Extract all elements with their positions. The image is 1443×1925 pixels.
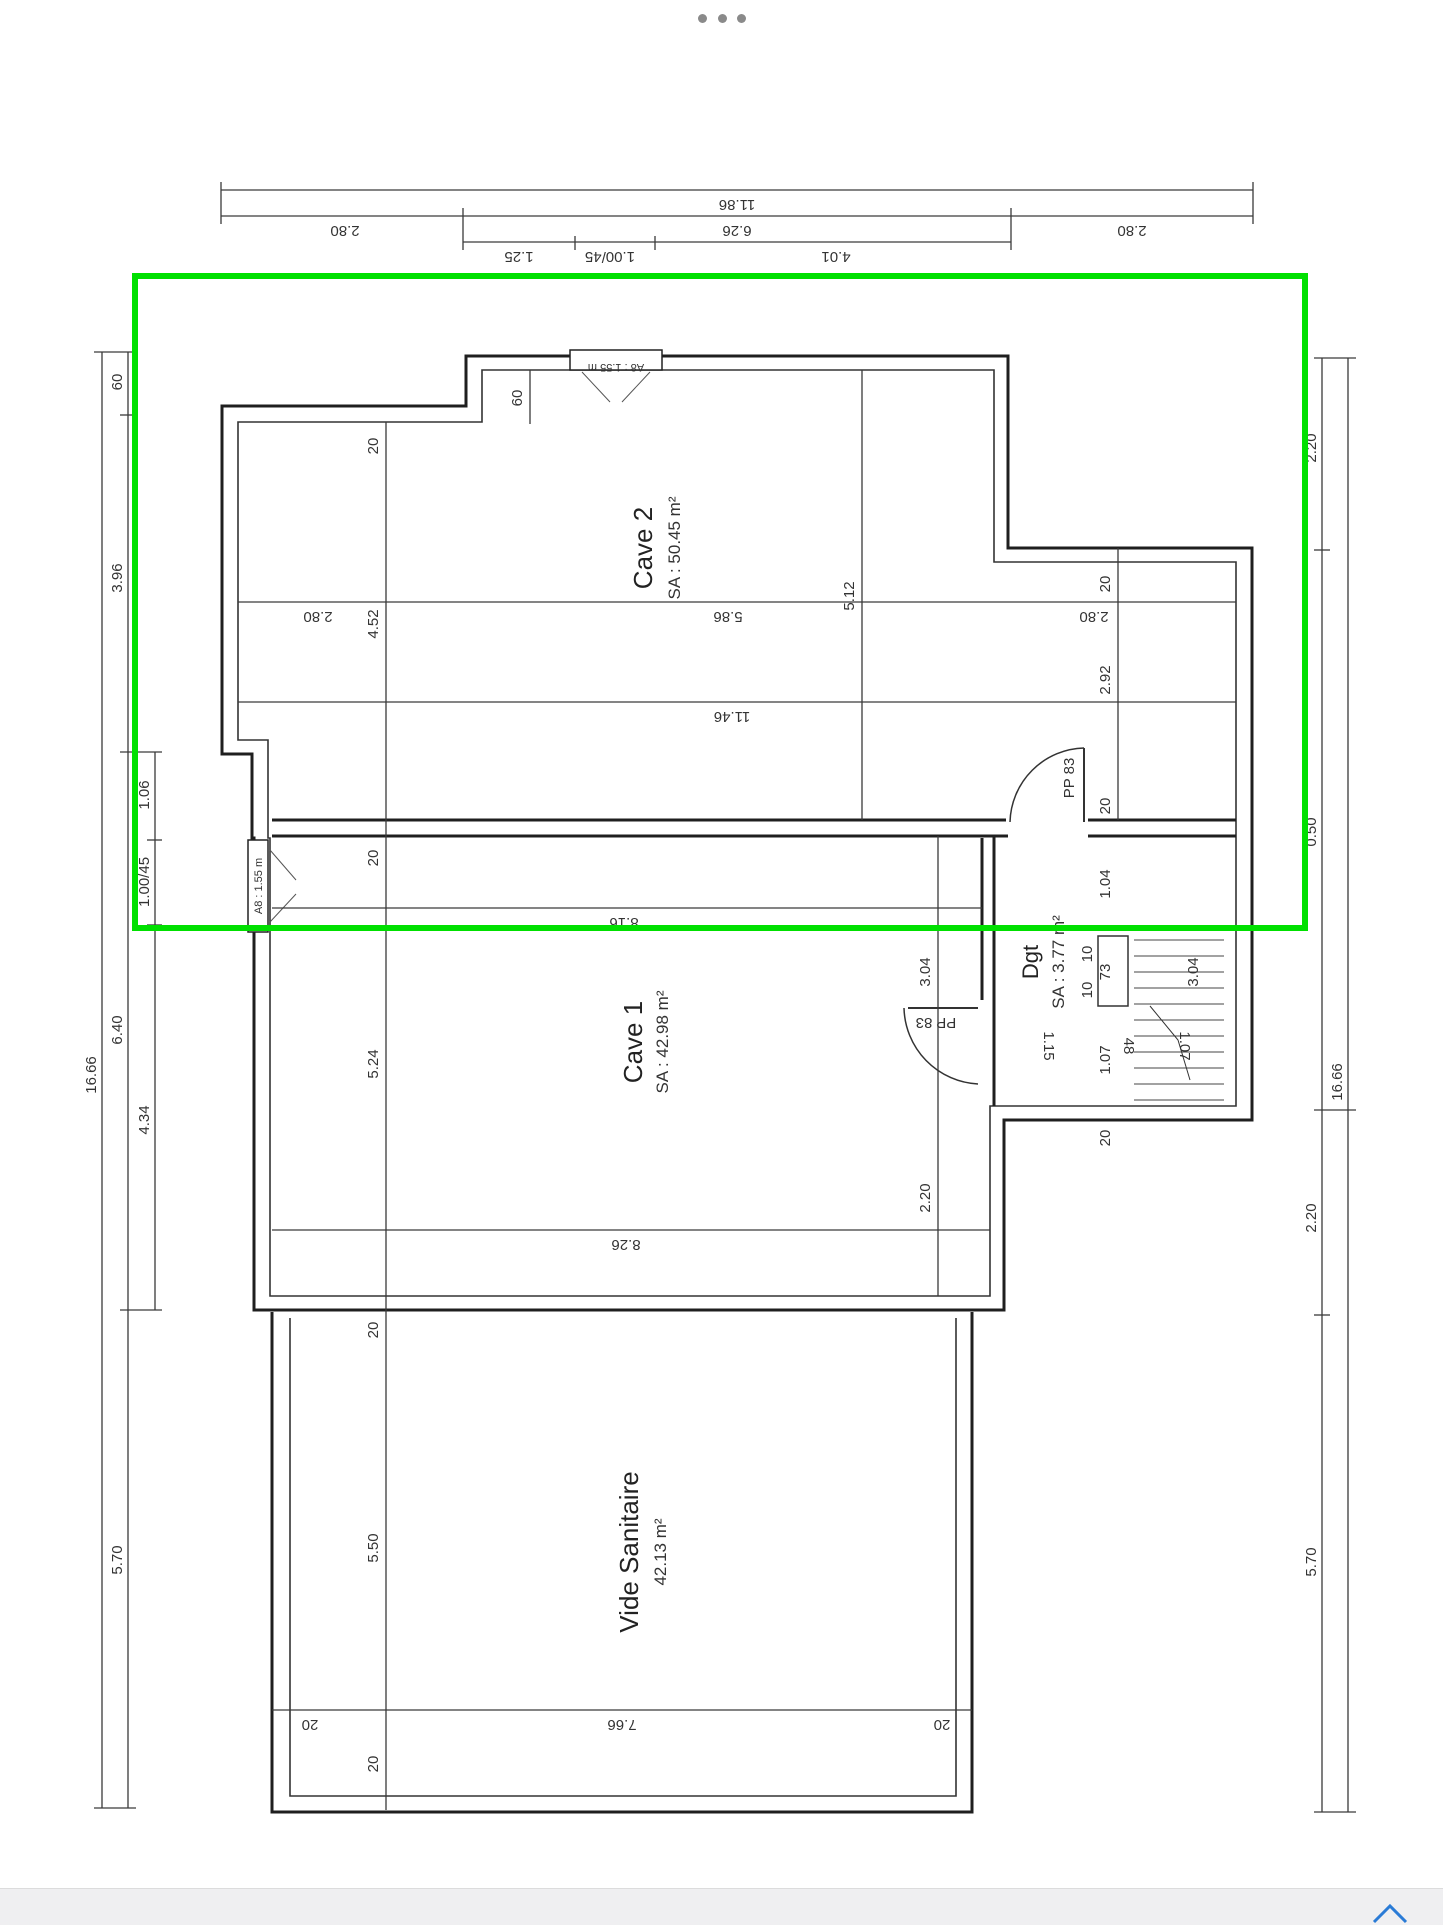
dim-left-106: 1.06 xyxy=(136,780,153,809)
interior-dimensions xyxy=(238,370,1236,1810)
dim-vs-20-bottom: 20 xyxy=(365,1756,382,1773)
dim-top-seg-100-45: 1.00/45 xyxy=(585,248,635,265)
dim-left-100-45: 1.00/45 xyxy=(136,857,153,907)
window-left-label: A8 : 1.55 m xyxy=(253,858,265,914)
walls xyxy=(220,354,1254,1814)
dim-wall-20-left: 20 xyxy=(365,850,382,867)
room-cave1-name: Cave 1 xyxy=(618,1001,648,1083)
window-left: A8 : 1.55 m xyxy=(247,839,297,933)
dim-top-mid: 6.26 xyxy=(722,222,751,239)
staircase xyxy=(1097,935,1224,1101)
right-dimensions: 16.66 2.20 0.50 2.20 5.70 xyxy=(1303,357,1356,1813)
dim-vs-20-right: 20 xyxy=(934,1716,951,1733)
bottom-toolbar xyxy=(0,1888,1443,1925)
dim-dgt-104: 1.04 xyxy=(1097,869,1114,898)
dim-c2-292: 2.92 xyxy=(1097,665,1114,694)
dim-dgt-48: 48 xyxy=(1120,1038,1137,1055)
dim-dgt-10b: 10 xyxy=(1079,982,1096,999)
door-cave1-label: PP 83 xyxy=(916,1014,957,1031)
room-cave2-name: Cave 2 xyxy=(628,507,658,589)
dim-top-seg-401: 4.01 xyxy=(821,248,850,265)
dim-dgt-20: 20 xyxy=(1097,1130,1114,1147)
dim-c1-220: 2.20 xyxy=(917,1183,934,1212)
room-cave2: Cave 2 SA : 50.45 m² xyxy=(628,496,684,599)
dim-vs-766: 7.66 xyxy=(607,1716,636,1733)
dim-top-seg-125: 1.25 xyxy=(504,248,533,265)
left-dimensions: 16.66 6.40 5.70 3.96 60 1.06 1.00/45 4.3… xyxy=(83,351,162,1809)
interior-dimension-labels: 20 4.52 2.80 5.86 5.12 2.80 20 2.92 11.4… xyxy=(302,390,1202,1773)
dim-left-total: 16.66 xyxy=(83,1056,100,1094)
dim-c1-524: 5.24 xyxy=(365,1049,382,1078)
room-dgt-area: SA : 3.77 m² xyxy=(1049,915,1068,1009)
dim-c2-1146: 11.46 xyxy=(714,708,750,725)
more-dot xyxy=(698,13,707,23)
dim-c2-20-top: 20 xyxy=(365,438,382,455)
dim-c2-60: 60 xyxy=(509,390,526,407)
dim-dgt-10a: 10 xyxy=(1079,946,1096,963)
dim-dgt-73: 73 xyxy=(1097,964,1114,981)
dim-right-220-bottom: 2.20 xyxy=(1303,1203,1320,1232)
dim-top-left: 2.80 xyxy=(330,222,359,239)
share-icon[interactable] xyxy=(1368,1900,1412,1924)
dim-c2-586: 5.86 xyxy=(713,608,742,625)
room-vide-sanitaire-area: 42.13 m² xyxy=(651,1518,670,1585)
dim-top-right: 2.80 xyxy=(1117,222,1146,239)
dim-left-570: 5.70 xyxy=(109,1545,126,1574)
dim-left-434: 4.34 xyxy=(136,1105,153,1134)
dim-c2-280-right: 2.80 xyxy=(1079,608,1108,625)
dim-dgt-304: 3.04 xyxy=(1185,957,1202,986)
dim-c1-304: 3.04 xyxy=(917,957,934,986)
window-top: A8 : 1.55 m xyxy=(569,349,663,403)
dim-vs-20-top: 20 xyxy=(365,1322,382,1339)
dim-left-60: 60 xyxy=(109,374,126,391)
dim-c2-280-left: 2.80 xyxy=(303,608,332,625)
more-dot xyxy=(737,13,746,23)
top-dimensions: 11.86 2.80 6.26 2.80 1.25 1.00/45 4.01 xyxy=(220,182,1254,265)
dim-dgt-107a: 1.07 xyxy=(1097,1045,1114,1074)
dim-top-overall: 11.86 xyxy=(719,196,755,213)
dim-dgt-115: 1.15 xyxy=(1040,1031,1057,1060)
more-options-icon[interactable] xyxy=(698,6,746,30)
dim-left-640: 6.40 xyxy=(109,1015,126,1044)
door-cave2: PP 83 xyxy=(1009,747,1085,823)
dim-c2-20-bottom: 20 xyxy=(1097,798,1114,815)
more-dot xyxy=(717,13,727,23)
door-cave2-label: PP 83 xyxy=(1061,758,1078,799)
room-cave2-area: SA : 50.45 m² xyxy=(665,496,684,599)
dim-c2-452: 4.52 xyxy=(365,609,382,638)
door-cave1: PP 83 xyxy=(903,1007,979,1085)
window-top-label: A8 : 1.55 m xyxy=(588,361,644,373)
dim-vs-550: 5.50 xyxy=(365,1533,382,1562)
dim-c2-512: 5.12 xyxy=(841,581,858,610)
room-vide-sanitaire-name: Vide Sanitaire xyxy=(614,1471,644,1632)
room-dgt: Dgt SA : 3.77 m² xyxy=(1018,915,1068,1009)
room-cave1-area: SA : 42.98 m² xyxy=(653,990,672,1093)
dim-left-396: 3.96 xyxy=(109,563,126,592)
room-vide-sanitaire: Vide Sanitaire 42.13 m² xyxy=(614,1471,670,1632)
selection-highlight xyxy=(132,273,1308,931)
room-cave1: Cave 1 SA : 42.98 m² xyxy=(618,990,672,1093)
dim-c2-20-right: 20 xyxy=(1097,576,1114,593)
room-dgt-name: Dgt xyxy=(1018,945,1043,979)
dim-c1-826: 8.26 xyxy=(611,1236,640,1253)
dim-right-total: 16.66 xyxy=(1329,1063,1346,1101)
dim-right-570: 5.70 xyxy=(1303,1547,1320,1576)
dim-dgt-107b: 1.07 xyxy=(1176,1031,1193,1060)
dim-vs-20-left: 20 xyxy=(302,1716,319,1733)
